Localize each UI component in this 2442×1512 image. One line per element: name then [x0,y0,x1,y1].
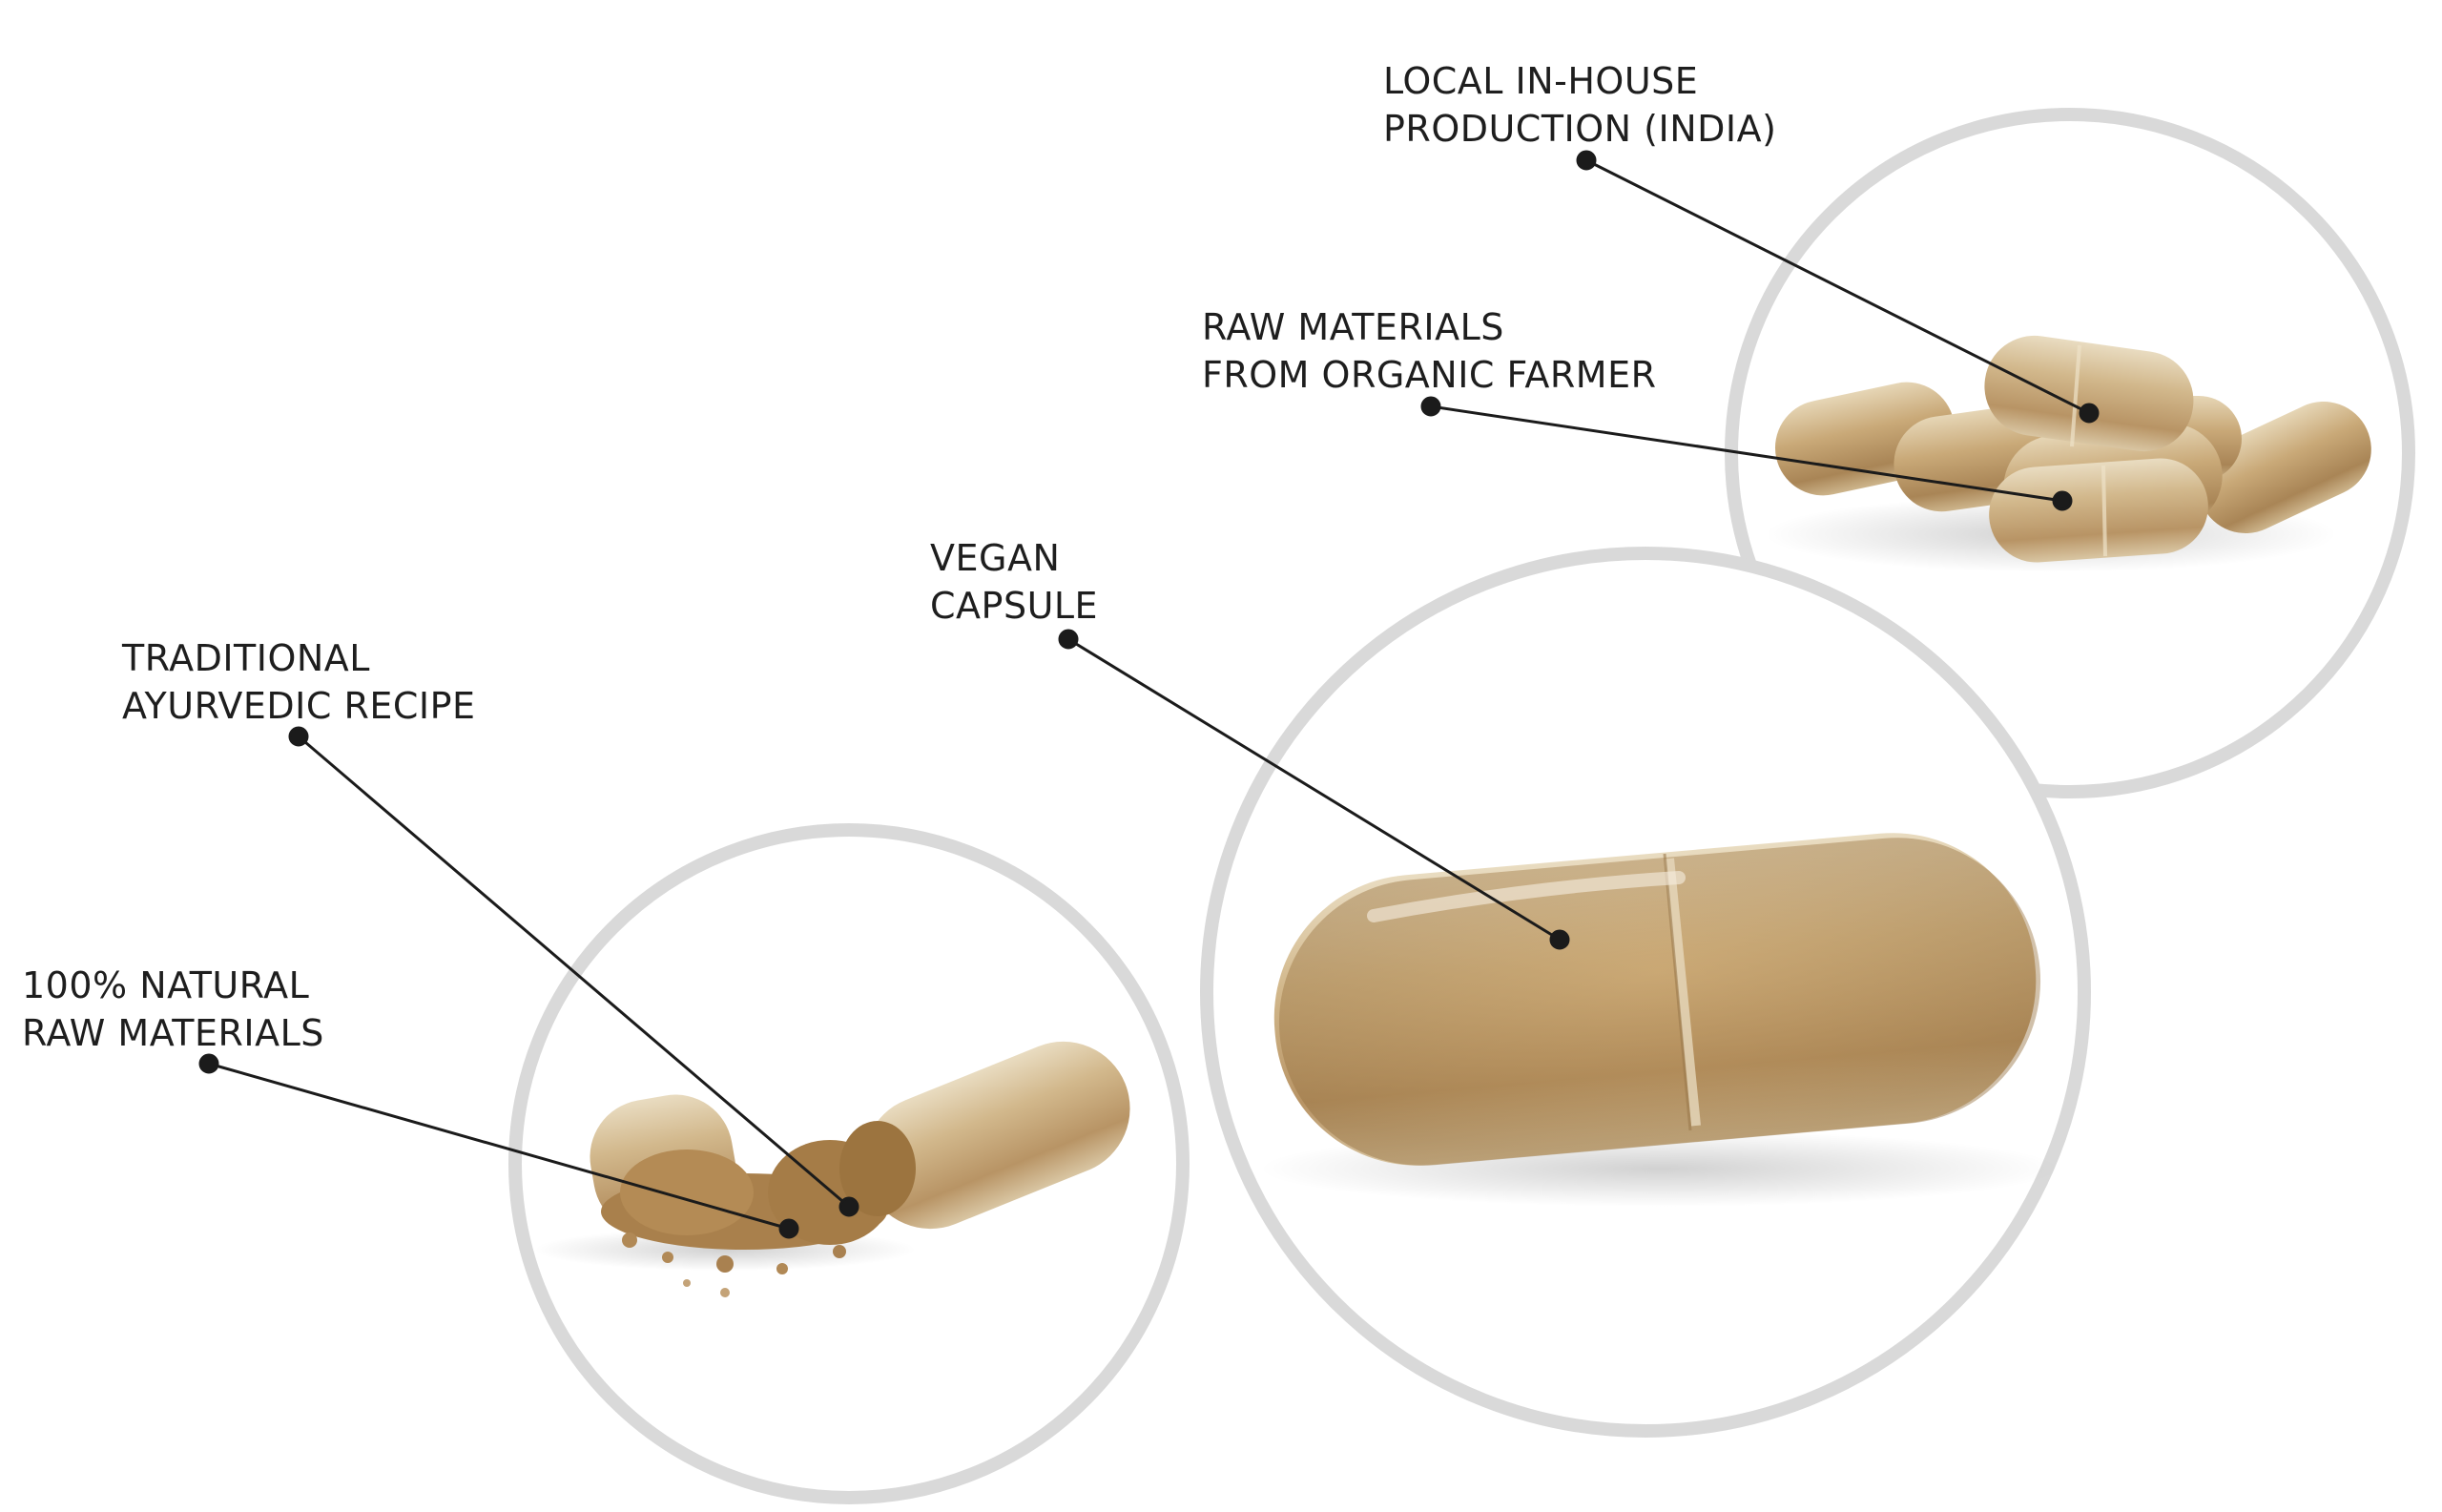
leader-dot-vegan-capsule-end [1549,929,1570,950]
leader-local-production [1585,158,2090,415]
label-traditional-recipe: TRADITIONAL AYURVEDIC RECIPE [122,634,476,730]
leader-dot-vegan-capsule-start [1058,629,1079,650]
label-natural-materials-line1: 100% NATURAL [22,964,310,1006]
label-vegan-capsule: VEGAN CAPSULE [930,534,1098,630]
label-raw-organic-line1: RAW MATERIALS [1202,306,1504,348]
leader-vegan-capsule [1067,637,1561,942]
leader-dot-raw-organic-end [2052,490,2073,511]
label-local-production-line2: PRODUCTION (INDIA) [1383,108,1777,150]
leader-dot-natural-materials-end [778,1218,799,1239]
powder-pile-icon [601,1121,916,1297]
leader-traditional-recipe [298,735,850,1209]
capsule-group-icon [1765,335,2371,572]
label-local-production-line1: LOCAL IN-HOUSE [1383,60,1699,102]
label-traditional-recipe-line2: AYURVEDIC RECIPE [122,685,476,727]
leader-dot-local-production-start [1576,150,1597,171]
label-natural-materials-line2: RAW MATERIALS [22,1012,324,1054]
label-vegan-capsule-line2: CAPSULE [930,585,1099,627]
label-natural-materials: 100% NATURAL RAW MATERIALS [22,962,324,1057]
leader-dot-raw-organic-start [1420,396,1441,417]
label-vegan-capsule-line1: VEGAN [930,537,1061,579]
leader-lines [198,150,2100,1239]
circle-top-right [1725,108,2415,798]
leader-natural-materials [208,1062,790,1231]
label-traditional-recipe-line1: TRADITIONAL [122,637,370,679]
leader-raw-organic [1430,404,2063,503]
large-capsule-icon [1259,833,2060,1207]
leader-dot-traditional-recipe-end [838,1196,859,1217]
leader-dot-natural-materials-start [198,1053,219,1074]
label-raw-organic: RAW MATERIALS FROM ORGANIC FARMER [1202,303,1657,399]
label-raw-organic-line2: FROM ORGANIC FARMER [1202,354,1657,396]
leader-dot-local-production-end [2079,403,2100,424]
leader-dot-traditional-recipe-start [288,726,309,747]
label-local-production: LOCAL IN-HOUSE PRODUCTION (INDIA) [1383,57,1776,153]
